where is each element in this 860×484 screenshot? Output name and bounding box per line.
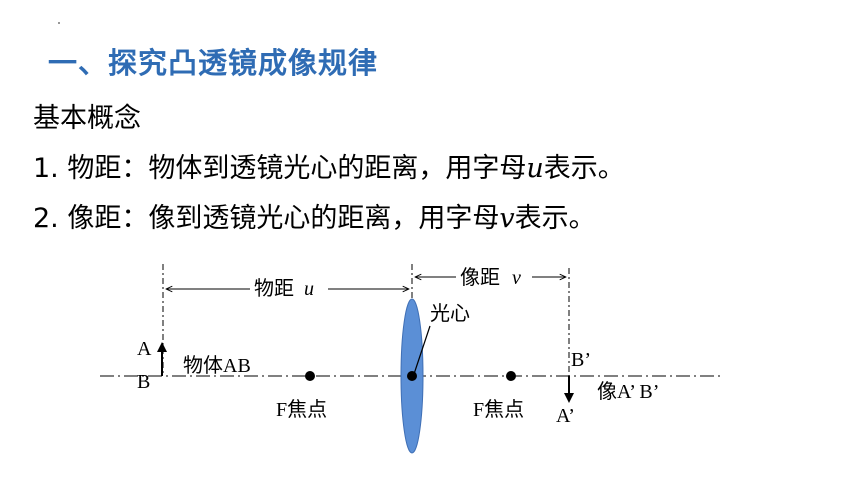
optical-center-label: 光心 [430, 302, 470, 325]
object-distance-symbol: u [304, 278, 314, 300]
definition-symbol: u [526, 153, 544, 184]
focal-point-right [506, 371, 516, 381]
optical-center-pointer [412, 325, 431, 378]
object-point-a: A [137, 338, 152, 360]
object-point-b: B [137, 371, 150, 393]
definition-symbol: v [499, 203, 515, 234]
object-label: 物体AB [183, 354, 251, 377]
image-distance-label: 像距 [460, 266, 500, 289]
decorative-dot [58, 22, 60, 24]
definition-text-end: 表示。 [543, 153, 625, 184]
page-title: 一、探究凸透镜成像规律 [48, 46, 379, 80]
definition-text: 2. 像距：像到透镜光心的距离，用字母 [33, 203, 500, 234]
image-point-b: B’ [571, 349, 591, 371]
definition-text: 1. 物距：物体到透镜光心的距离，用字母 [33, 153, 527, 184]
focal-label-left: F焦点 [276, 398, 327, 421]
definition-object-distance: 1. 物距：物体到透镜光心的距离，用字母u表示。 [33, 146, 625, 185]
definition-text-end: 表示。 [514, 203, 596, 234]
section-subheading: 基本概念 [33, 103, 141, 134]
image-distance-symbol: v [512, 267, 521, 289]
focal-point-left [305, 371, 315, 381]
object-distance-label: 物距 [254, 277, 294, 300]
definition-image-distance: 2. 像距：像到透镜光心的距离，用字母v表示。 [33, 196, 596, 235]
image-label: 像A’ B’ [597, 380, 659, 403]
focal-label-right: F焦点 [473, 398, 524, 421]
optical-center-point [407, 371, 417, 381]
image-point-a: A’ [556, 405, 575, 427]
